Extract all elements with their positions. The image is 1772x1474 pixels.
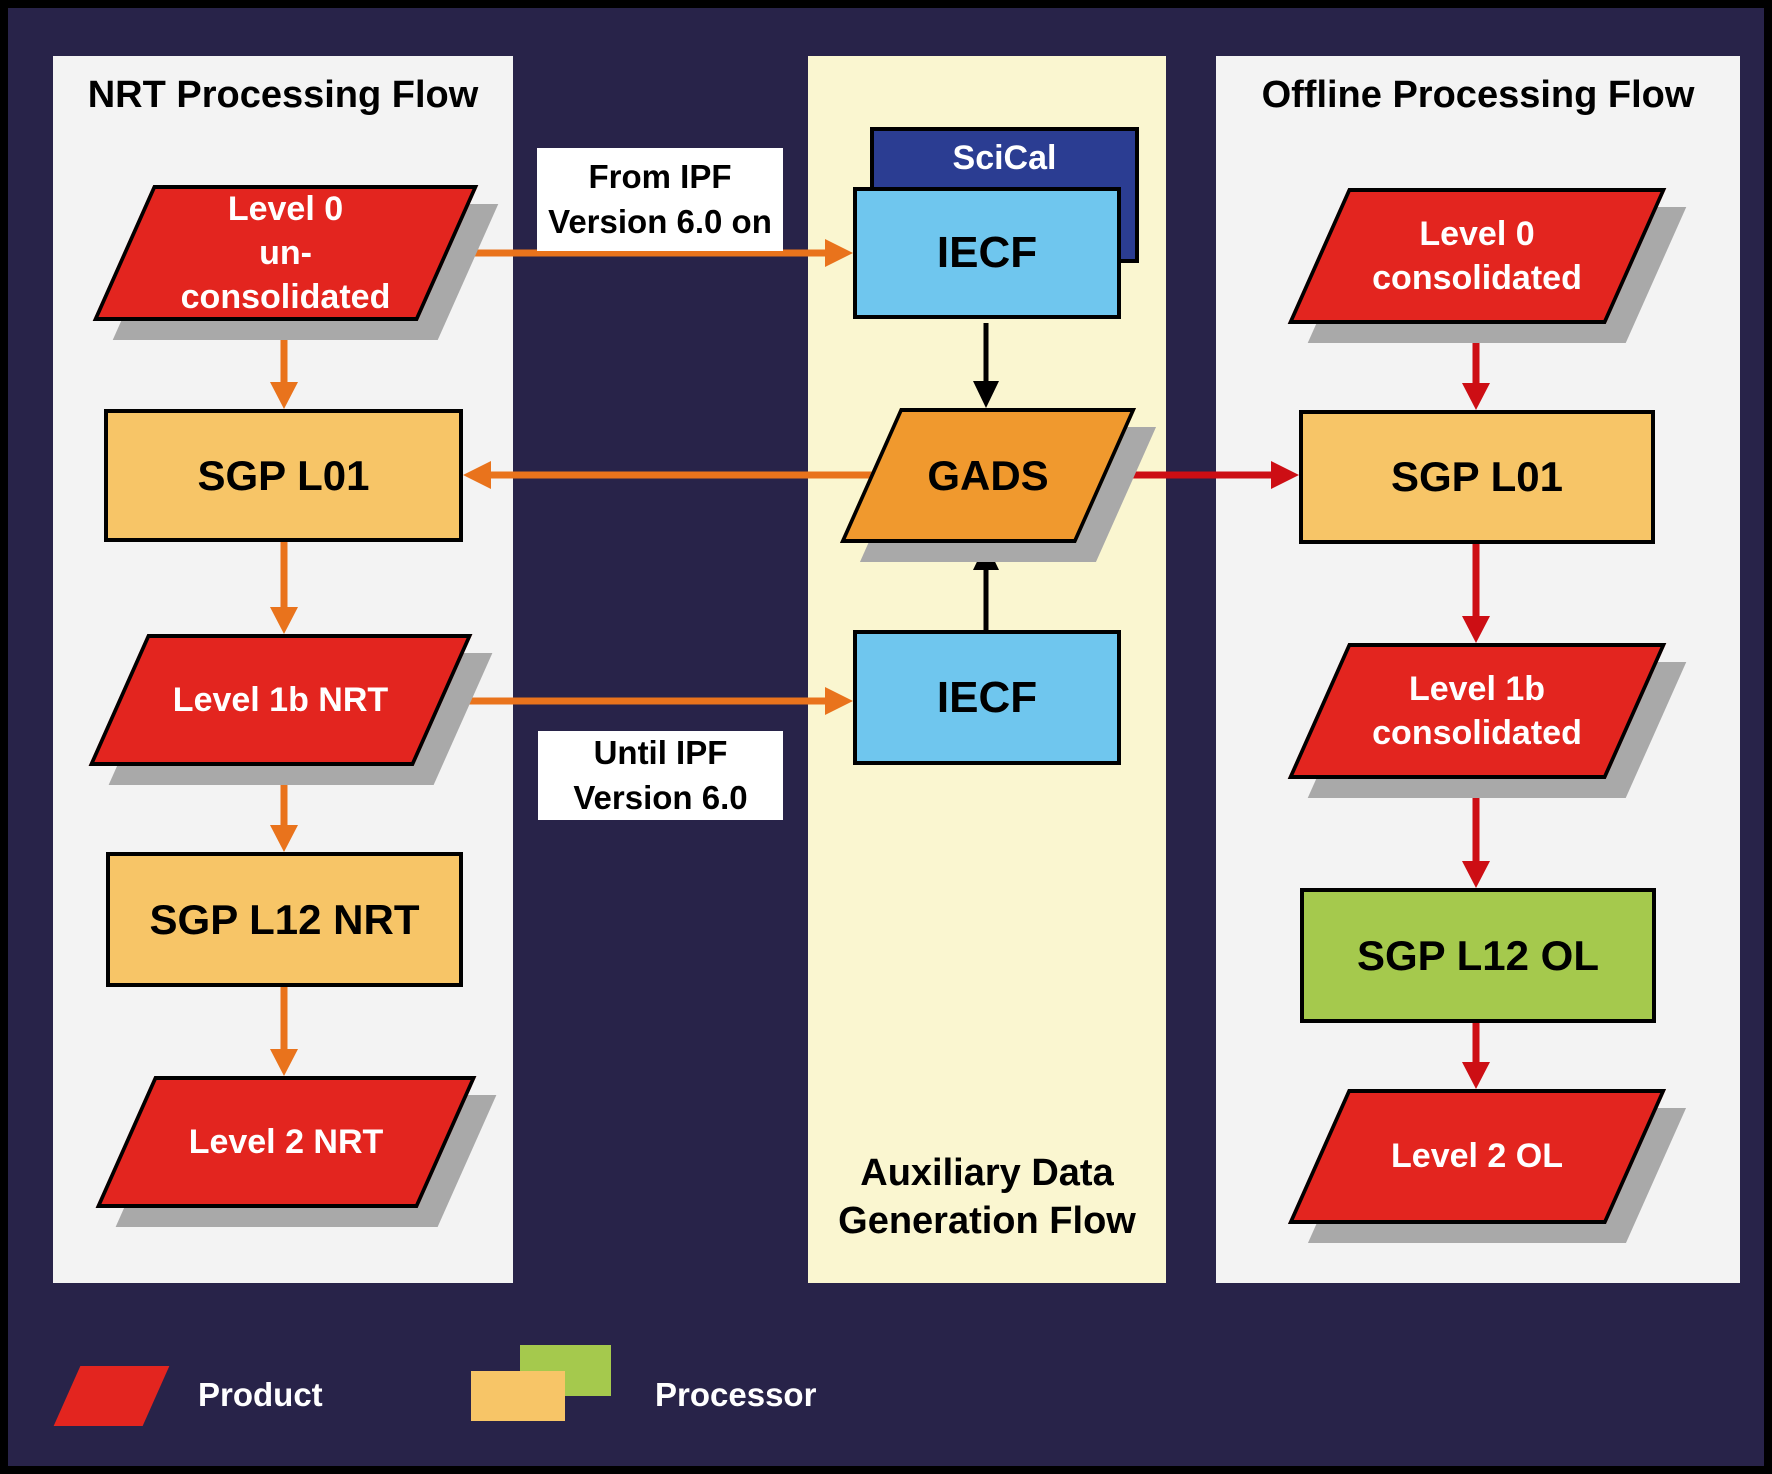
- node-level0-consolidated: Level 0 consolidated: [1287, 188, 1687, 343]
- legend-product-swatch: [53, 1366, 170, 1426]
- node-level2-nrt: Level 2 NRT: [95, 1076, 497, 1227]
- processor-rect: [853, 187, 1121, 319]
- node-label: Level 1b NRT: [172, 680, 389, 719]
- auxiliary-flow-caption: Auxiliary Data Generation Flow: [838, 1152, 1136, 1242]
- node-label: SGP L01: [1391, 453, 1563, 500]
- node-label: SciCal: [952, 139, 1057, 177]
- node-sgp-l01-nrt: SGP L01: [104, 409, 463, 542]
- node-label: IECF: [936, 228, 1038, 277]
- node-label: Level 0 un- consolidated: [180, 189, 391, 317]
- node-label: Level 2 OL: [1391, 1137, 1563, 1176]
- node-gads: GADS: [839, 408, 1157, 562]
- node-label: Level 2 NRT: [188, 1122, 384, 1161]
- processor-rect: [104, 409, 463, 542]
- node-sgp-l12-nrt: SGP L12 NRT: [106, 852, 463, 987]
- processor-rect: [1299, 410, 1655, 544]
- legend-processor-swatch-tan: [471, 1371, 565, 1421]
- product-parallelogram: [53, 1366, 170, 1426]
- node-label: GADS: [927, 451, 1049, 499]
- node-sgp-l12-ol: SGP L12 OL: [1300, 888, 1656, 1023]
- offline-flow-title: Offline Processing Flow: [1261, 74, 1695, 116]
- nrt-flow-title: NRT Processing Flow: [87, 74, 479, 116]
- node-level2-ol: Level 2 OL: [1287, 1089, 1687, 1243]
- node-level0-unconsolidated: Level 0 un- consolidated: [92, 185, 499, 340]
- node-iecf-from-v6: IECF: [853, 187, 1121, 319]
- node-level1b-consolidated: Level 1b consolidated: [1287, 643, 1687, 798]
- node-level1b-nrt: Level 1b NRT: [88, 634, 493, 785]
- note-until-ipf-version: Until IPF Version 6.0: [538, 731, 783, 820]
- node-sgp-l01-offline: SGP L01: [1299, 410, 1655, 544]
- processor-rect: [106, 852, 463, 987]
- processor-rect: [1300, 888, 1656, 1023]
- node-label: SGP L12 OL: [1357, 931, 1599, 979]
- node-label: IECF: [936, 672, 1038, 722]
- node-label: SGP L01: [197, 451, 370, 499]
- legend-product-label: Product: [198, 1376, 323, 1413]
- note-from-ipf-version: From IPF Version 6.0 on: [537, 148, 783, 251]
- node-iecf-until-v6: IECF: [853, 630, 1121, 765]
- node-label: Level 0 consolidated: [1372, 214, 1582, 297]
- node-label: Level 1b consolidated: [1372, 669, 1582, 752]
- node-label: SGP L12 NRT: [149, 895, 420, 943]
- legend-processor-label: Processor: [655, 1376, 817, 1413]
